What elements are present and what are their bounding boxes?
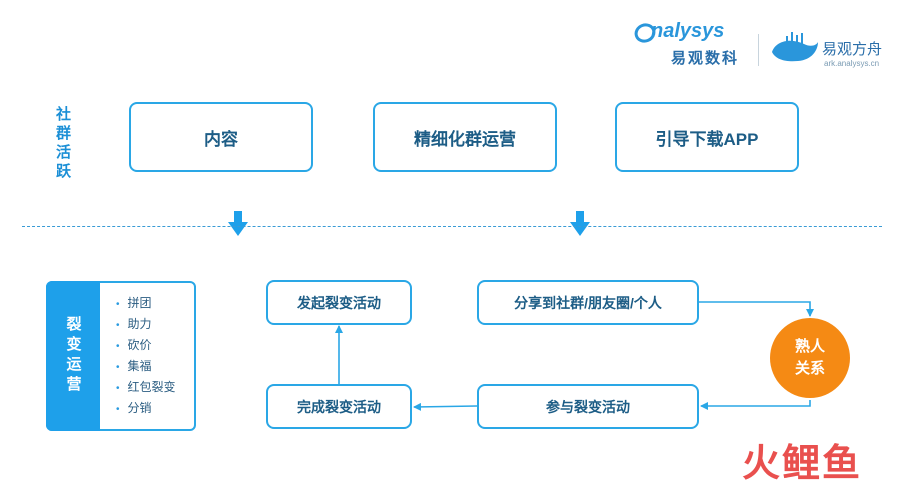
ark-url: ark.analysys.cn [824,59,880,68]
analysys-cn-name: 易观数科 [671,50,740,67]
list-item: 助力 [116,314,176,335]
analysys-logo-mark [634,23,656,43]
fission-ops-list: 拼团 助力 砍价 集福 红包裂变 分销 [116,293,176,419]
whale-logo-icon [772,32,818,62]
brand-divider [758,34,759,66]
watermark-logo: 火鲤鱼 [742,443,863,485]
acquaintance-line2: 关系 [794,360,825,377]
content-box: 内容 [129,102,313,172]
share-box: 分享到社群/朋友圈/个人 [477,280,699,325]
ark-cn-name: 易观方舟 [822,41,883,58]
launch-fission-box: 发起裂变活动 [266,280,412,325]
acquaintance-relation-circle: 熟人 关系 [770,318,850,398]
community-active-label: 社群活跃 [54,106,71,182]
acquaintance-line1: 熟人 [794,338,825,355]
list-item: 砍价 [116,335,176,356]
down-arrow-icon [570,211,590,236]
list-item: 集福 [116,356,176,377]
list-item: 红包裂变 [116,377,176,398]
participate-fission-box: 参与裂变活动 [477,384,699,429]
list-item: 拼团 [116,293,176,314]
fission-ops-panel: 裂变运营 拼团 助力 砍价 集福 红包裂变 分销 [46,281,196,431]
fission-ops-title-bar: 裂变运营 [46,281,100,431]
guide-download-app-box: 引导下载APP [615,102,799,172]
participate-to-complete-arrow [413,402,478,411]
fission-ops-title: 裂变运营 [64,316,82,396]
share-to-acquaintance-arrow [698,301,814,317]
list-item: 分销 [116,398,176,419]
acquaintance-to-participate-arrow [700,400,811,410]
fine-group-ops-box: 精细化群运营 [373,102,557,172]
complete-fission-box: 完成裂变活动 [266,384,412,429]
down-arrow-icon [228,211,248,236]
analysys-logo-text: nalysys [651,20,725,42]
section-divider [22,226,882,227]
